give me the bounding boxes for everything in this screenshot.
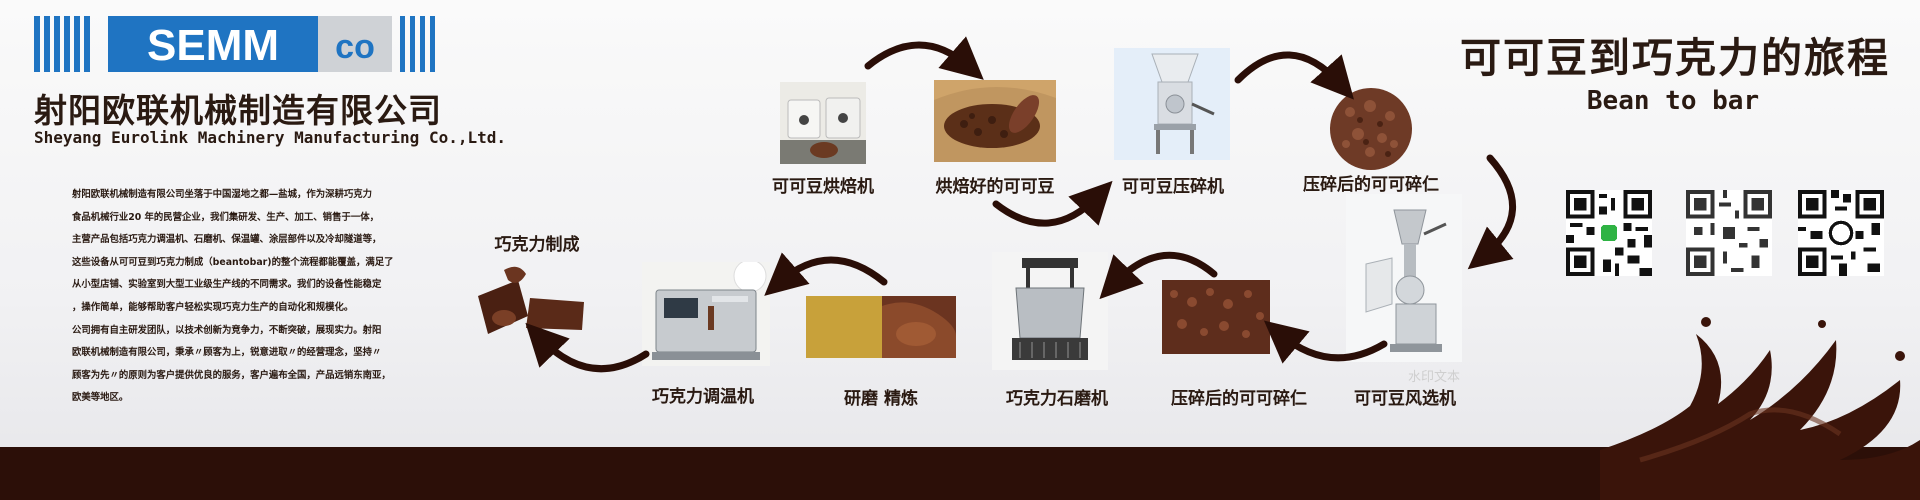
arrow-nibs-to-grinder [1099, 251, 1218, 300]
chocolate-pieces-icon [478, 266, 584, 334]
stone-grinder-photo [992, 252, 1108, 370]
label-roaster: 可可豆烘焙机 [772, 177, 874, 197]
label-crusher: 可可豆压碎机 [1122, 177, 1224, 197]
crusher-photo [1114, 48, 1230, 160]
refining-chocolate-icon [806, 296, 956, 358]
label-nibs-top: 压碎后的可可碎仁 [1303, 175, 1439, 195]
intro-line: 这些设备从可可豆到巧克力制成（beantobar)的整个流程都能覆盖，满足了 [72, 256, 394, 268]
intro-line: 欧联机械制造有限公司，秉承〃顾客为上，锐意进取〃的经营理念，坚持〃 [72, 347, 382, 359]
arrow-beans-to-crusher [992, 180, 1113, 227]
company-name-cn: 射阳欧联机械制造有限公司 [34, 91, 442, 130]
cocoa-nibs-top-photo [1330, 88, 1412, 170]
tempering-photo [642, 262, 770, 366]
line-qr-icon [1566, 190, 1652, 276]
roasted-beans-photo [934, 80, 1056, 162]
intro-line: 主营产品包括巧克力调温机、石磨机、保温罐、涂层部件以及冷却隧道等， [72, 234, 382, 246]
intro-line: 公司拥有自主研发团队，以技术创新为竞争力，不断突破，展现实力。射阳 [72, 324, 382, 336]
logo-stripes-right [400, 16, 435, 72]
tempering-machine-icon [652, 262, 767, 360]
cocoa-sack-icon [934, 86, 1056, 162]
semmco-logo: SEMM co [34, 16, 435, 72]
logo-stripes-left [34, 16, 90, 72]
arrow-roaster-to-beans [864, 36, 984, 80]
label-refining: 研磨 精炼 [844, 389, 918, 409]
whatsapp-qr-icon [1798, 190, 1884, 276]
refining-photo [806, 296, 956, 358]
intro-line: 欧美等地区。 [72, 392, 129, 404]
arrow-refining-to-tempering [764, 252, 888, 296]
arrow-nibs-to-winnower [1467, 154, 1516, 270]
intro-line: 射阳欧联机械制造有限公司坐落于中国湿地之都—盐城，作为深耕巧克力 [72, 189, 373, 200]
logo-suffix-block [318, 16, 392, 72]
winnower-photo [1346, 194, 1462, 362]
logo-suffix-text: co [335, 28, 375, 66]
company-intro: 射阳欧联机械制造有限公司坐落于中国湿地之都—盐城，作为深耕巧克力 食品机械行业2… [72, 184, 412, 410]
generic-qr-icon [1686, 190, 1772, 276]
label-winnower: 可可豆风选机 [1354, 389, 1456, 409]
label-stone-grinder: 巧克力石磨机 [1006, 389, 1108, 409]
intro-line: 从小型店铺、实验室到大型工业级生产线的不同需求。我们的设备性能稳定 [72, 279, 382, 291]
company-name-en: Sheyang Eurolink Machinery Manufacturing… [34, 128, 507, 147]
arrow-crusher-to-nibs [1234, 51, 1354, 100]
logo-brand-text: SEMM [147, 21, 279, 70]
cocoa-nibs-tray-icon [1170, 288, 1264, 338]
winnower-machine-icon [1365, 209, 1447, 352]
journey-title-cn: 可可豆到巧克力的旅程 [1460, 34, 1890, 82]
arrow-winnower-to-nibs [1263, 320, 1388, 364]
label-finished: 巧克力制成 [494, 235, 580, 255]
label-tempering: 巧克力调温机 [652, 387, 754, 407]
roaster-photo [780, 82, 866, 164]
roaster-machine-icon [780, 97, 866, 164]
cocoa-nibs-icon [1342, 100, 1398, 157]
chocolate-splash-icon [1600, 317, 1920, 500]
finished-chocolate-photo [474, 258, 592, 348]
logo-brand-block [108, 16, 318, 72]
cocoa-nibs-bottom-photo [1162, 280, 1270, 354]
label-nibs-bottom: 压碎后的可可碎仁 [1171, 389, 1307, 409]
arrow-tempering-to-finished [525, 322, 650, 373]
crusher-machine-icon [1151, 53, 1215, 154]
intro-line: ，操作简单，能够帮助客户轻松实现巧克力生产的自动化和规模化。 [72, 301, 354, 313]
stone-grinder-icon [1012, 258, 1088, 360]
intro-line: 食品机械行业20 年的民营企业，我们集研发、生产、加工、销售于一体， [72, 211, 379, 223]
label-roasted-beans: 烘焙好的可可豆 [935, 177, 1055, 197]
journey-title-en: Bean to bar [1586, 86, 1760, 116]
intro-line: 顾客为先〃的原则为客户提供优良的服务，客户遍布全国，产品远销东南亚， [72, 369, 391, 381]
watermark-text: 水印文本 [1408, 370, 1461, 385]
